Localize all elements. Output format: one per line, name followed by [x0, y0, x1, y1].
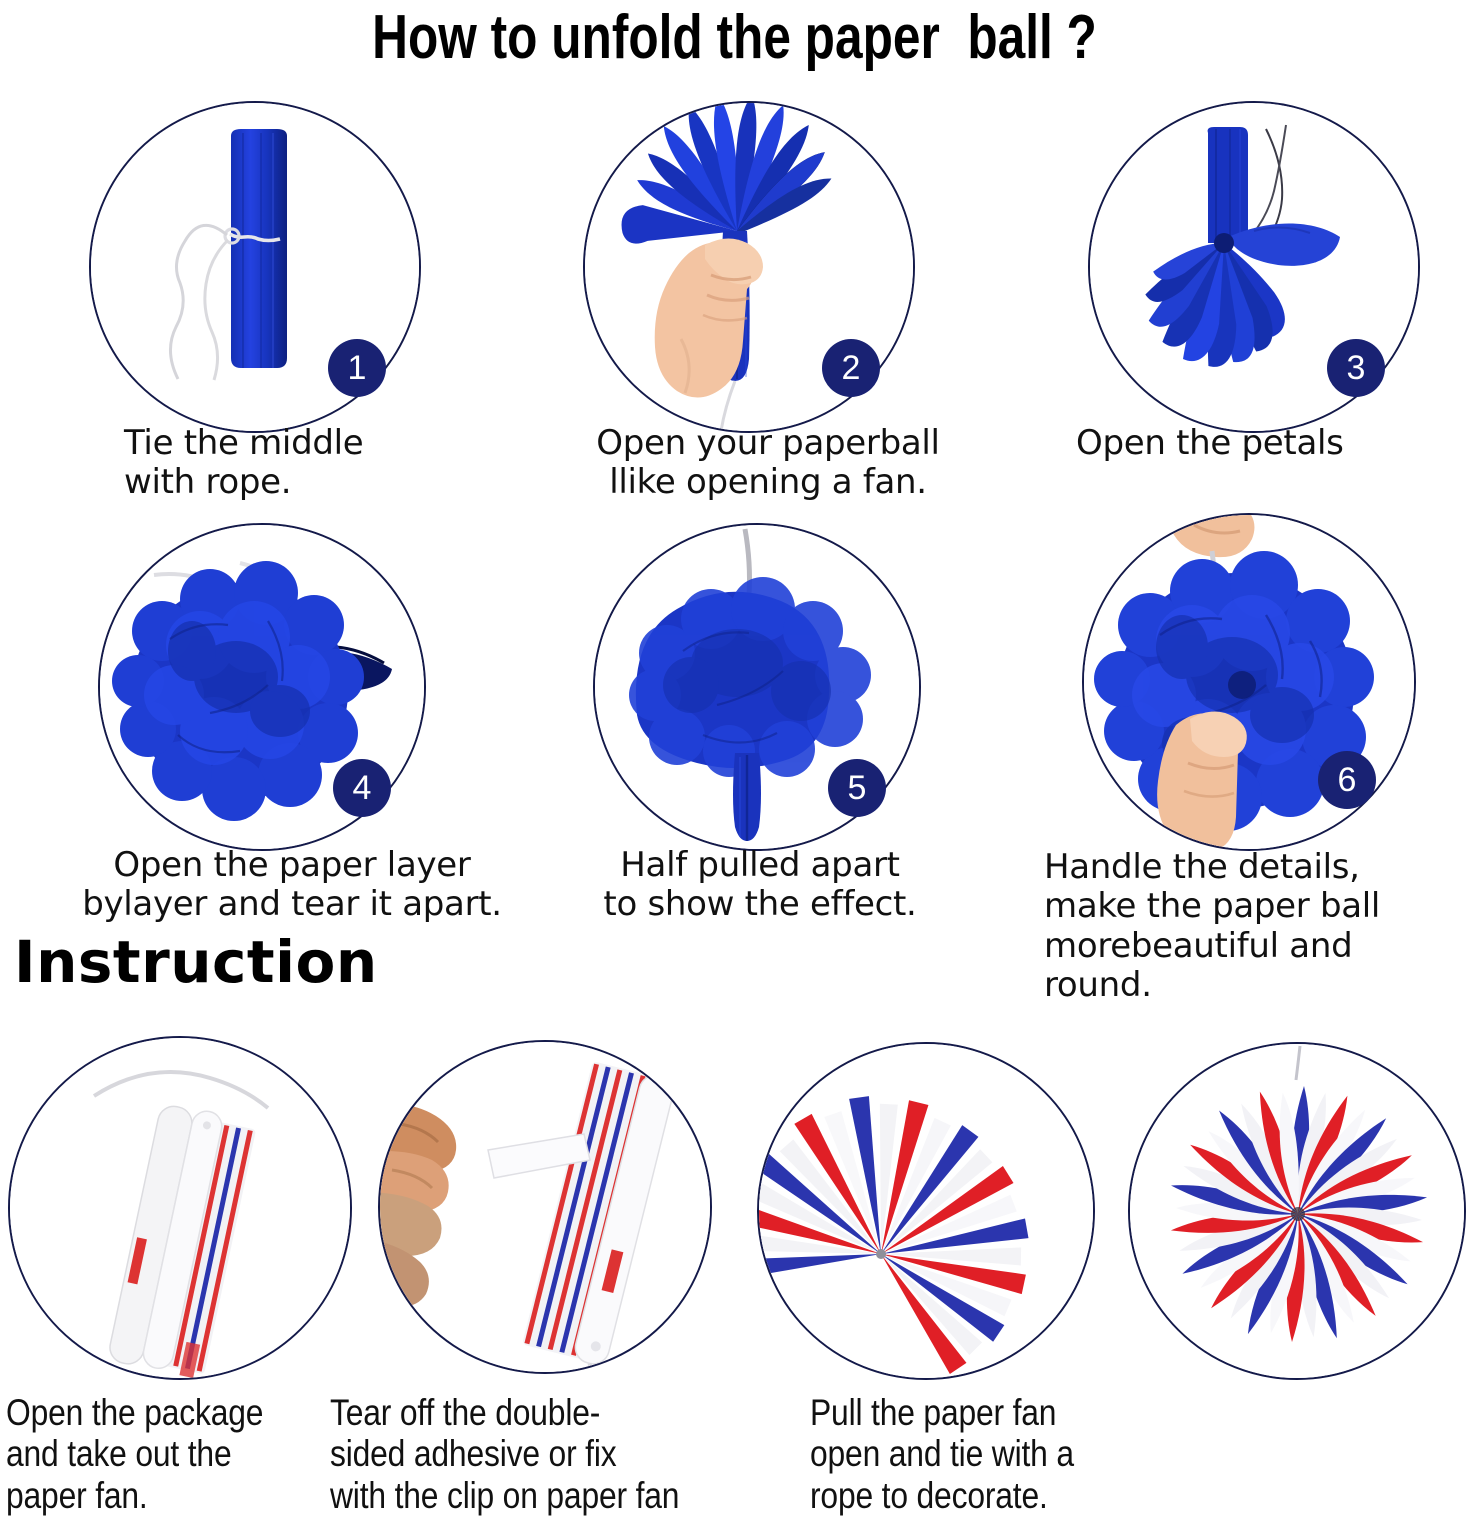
step-2-badge: 2 — [822, 339, 880, 397]
instruction-3-caption: Pull the paper fan open and tie with a r… — [810, 1392, 1074, 1516]
step-4-image: 4 — [98, 523, 426, 851]
instruction-1-photo — [10, 1038, 350, 1378]
instruction-4-photo — [1130, 1044, 1464, 1378]
instruction-2-caption: Tear off the double- sided adhesive or f… — [330, 1392, 680, 1516]
instruction-2-photo — [380, 1042, 710, 1372]
step-3-image: 3 — [1088, 101, 1420, 433]
step-4-photo — [100, 525, 424, 849]
instruction-4-image — [1128, 1042, 1466, 1380]
step-3-caption: Open the petals — [1076, 423, 1344, 463]
page-title: How to unfold the paper ball ? — [372, 3, 1097, 72]
step-6-badge: 6 — [1318, 751, 1376, 809]
instruction-1-caption: Open the package and take out the paper … — [6, 1392, 264, 1516]
step-6-image: 6 — [1082, 513, 1416, 851]
step-5-photo — [595, 525, 919, 849]
step-4-caption: Open the paper layer bylayer and tear it… — [82, 845, 502, 925]
step-1-image: 1 — [89, 101, 421, 433]
step-2-caption: Open your paperball llike opening a fan. — [596, 423, 940, 503]
step-1-badge: 1 — [328, 339, 386, 397]
instruction-2-image — [378, 1040, 712, 1374]
step-4-badge: 4 — [333, 759, 391, 817]
instruction-3-photo — [759, 1044, 1093, 1378]
section-title-instruction: Instruction — [14, 928, 378, 996]
step-5-image: 5 — [593, 523, 921, 851]
instruction-1-image — [8, 1036, 352, 1380]
instruction-3-image — [757, 1042, 1095, 1380]
step-1-caption: Tie the middle with rope. — [124, 423, 364, 503]
step-1-photo — [91, 103, 419, 431]
step-3-badge: 3 — [1327, 339, 1385, 397]
step-5-caption: Half pulled apart to show the effect. — [603, 845, 917, 925]
step-2-image: 2 — [583, 101, 915, 433]
step-6-caption: Handle the details, make the paper ball … — [1044, 847, 1381, 1006]
step-5-badge: 5 — [828, 759, 886, 817]
